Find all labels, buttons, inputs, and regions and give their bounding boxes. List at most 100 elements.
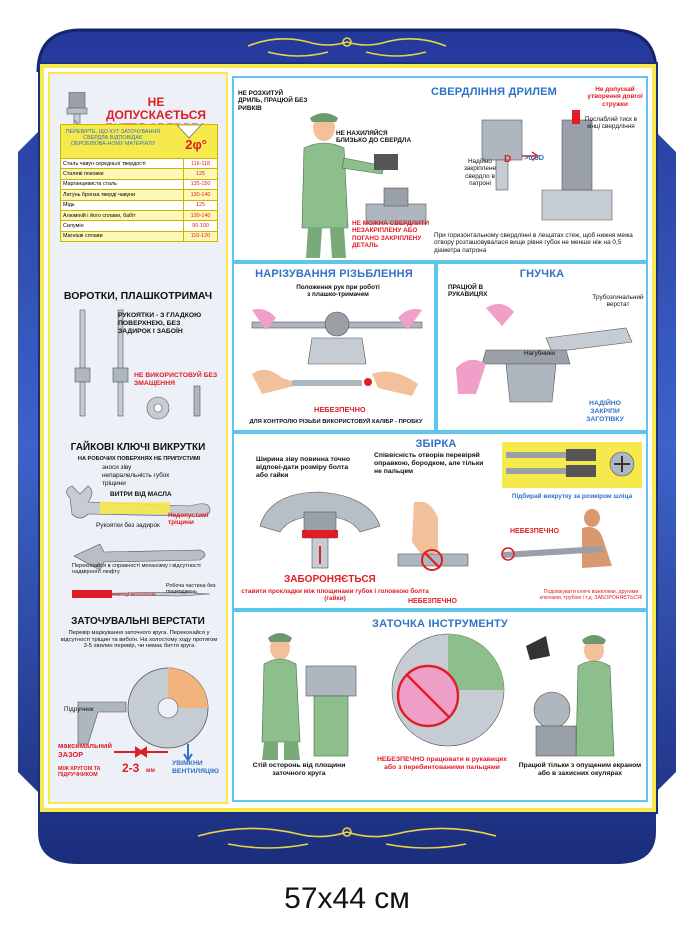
handles-note: Рукоятки без задирок bbox=[96, 522, 160, 529]
shield-note: Працюй тільки з опущеним екраном або в з… bbox=[518, 762, 642, 777]
wrench-title: ГАЙКОВІ КЛЮЧІ ВИКРУТКИ bbox=[70, 442, 206, 453]
drill-tip-icon bbox=[176, 125, 202, 139]
no-chip-note: Не допускай утворення довгої стружки bbox=[587, 86, 643, 108]
gloves-note: ПРАЦЮЙ В РУКАВИЦЯХ bbox=[448, 284, 488, 299]
mechanism-check: Переконайся в справності механізму і від… bbox=[72, 563, 201, 576]
taps-warning: НЕ ВИКОРИСТОВУЙ БЕЗ ЗМАЩЕННЯ bbox=[134, 372, 218, 387]
angle-cell: 135-150 bbox=[183, 178, 218, 191]
bending-title: ГНУЧКА bbox=[519, 268, 565, 280]
assembly-danger: НЕБЕЗПЕЧНО bbox=[408, 598, 457, 605]
d-label: D bbox=[504, 154, 512, 165]
threading-title: НАРІЗУВАННЯ РІЗЬБЛЕННЯ bbox=[255, 268, 413, 280]
angle-cell: 130-140 bbox=[183, 209, 218, 222]
jaw-note: Ширина зіву повинна точно відпові-дати р… bbox=[256, 456, 350, 479]
material-cell: Сталь чавун середньої твердості bbox=[60, 157, 184, 170]
secured-note: Надійно закріплене свердло в патроні bbox=[463, 158, 497, 188]
angle-cell: 116-118 bbox=[183, 157, 218, 170]
angle-cell: 90-100 bbox=[183, 220, 218, 232]
angle-cell: 110-120 bbox=[183, 230, 218, 243]
cracks-note: Недопустимі тріщини bbox=[168, 512, 209, 527]
shield-worker-illustration bbox=[526, 635, 615, 757]
sharpening-title: ЗАТОЧКА ІНСТРУМЕНТУ bbox=[372, 618, 508, 630]
lever-forbidden: Подовжувати ключі важелями, другими ключ… bbox=[539, 589, 643, 601]
gloves-danger-illustration bbox=[391, 633, 505, 747]
angle-box: ПЕРЕВІРТЕ, ЩО КУТ ЗАТОЧУВАННЯ СВЕРДЛА ВІ… bbox=[60, 124, 218, 160]
between-label: МІЖ КРУГОМ ТА ПІДРУЧНИКОМ bbox=[58, 766, 101, 779]
sharpening-section: ЗАТОЧКА ІНСТРУМЕНТУ Стій осторонь від пл… bbox=[232, 610, 648, 802]
angle-value: 2φ° bbox=[185, 137, 207, 152]
ventilation-label: УВІМКНИ ВЕНТИЛЯЦІЮ bbox=[172, 760, 219, 775]
angle-cell: 125 bbox=[183, 199, 218, 211]
taps-title: ВОРОТКИ, ПЛАШКОТРИМАЧ bbox=[63, 290, 213, 302]
grinder-text: Перевір маркування заточного круга. Пере… bbox=[60, 630, 218, 650]
no-drill-note: НЕ МОЖНА СВЕРДЛИТИ НЕЗАКРІПЛЕНУ АБО ПОГА… bbox=[352, 220, 430, 250]
horizontal-note: При горизонтальному свердлінні в лещатах… bbox=[434, 232, 633, 254]
threading-danger: НЕБЕЗПЕЧНО bbox=[314, 405, 366, 414]
tap-wrench-illustration bbox=[74, 309, 201, 420]
max-gap-label: максимальний ЗАЗОР bbox=[58, 741, 113, 759]
gap-value: 2-3 bbox=[122, 761, 140, 775]
angle-cell: 125 bbox=[183, 168, 218, 180]
weaken-note: Послабляй тиск в кінці свердління bbox=[584, 116, 638, 131]
material-cell: Алюміній і його сплави, бабіт bbox=[60, 209, 184, 222]
drilling-section: СВЕРДЛІННЯ ДРИЛЕМ НЕ РОЗХИТУЙ ДРИЛЬ, ПРА… bbox=[232, 76, 648, 262]
screwdriver-illustration bbox=[502, 442, 642, 488]
bench-note: Трубозгинальний верстат bbox=[592, 294, 644, 309]
stand-note: Стій осторонь від площини заточного круг… bbox=[252, 762, 346, 777]
threading-section: НАРІЗУВАННЯ РІЗЬБЛЕННЯ Положення рук при… bbox=[232, 262, 436, 432]
hands-note: Положення рук при роботі з плашко-тримач… bbox=[296, 284, 380, 299]
alignment-illustration bbox=[397, 502, 469, 571]
size-caption: 57х44 см bbox=[284, 882, 410, 915]
no-hammer: Не бий по рукоятці молотком bbox=[80, 592, 156, 598]
wrench-illustration bbox=[66, 485, 211, 598]
secure-note: НАДІЙНО ЗАКРІПИ ЗАГОТІВКУ bbox=[586, 400, 624, 423]
pads-forbidden: ставити прокладки між площинами губок і … bbox=[241, 588, 429, 603]
material-cell: Силумін bbox=[60, 220, 184, 232]
threading-illustration bbox=[251, 309, 423, 396]
grinder-worker-illustration bbox=[261, 633, 357, 760]
wrench-bolt-illustration bbox=[259, 491, 381, 569]
gap-unit: мм bbox=[146, 768, 155, 774]
grinder-title: ЗАТОЧУВАЛЬНІ ВЕРСТАТИ bbox=[71, 616, 205, 627]
taps-handles-note: РУКОЯТКИ - З ГЛАДКОЮ ПОВЕРХНЕЮ, БЕЗ ЗАДИ… bbox=[118, 312, 202, 335]
assembly-danger-2: НЕБЕЗПЕЧНО bbox=[510, 528, 559, 535]
lever-illustration bbox=[501, 509, 612, 568]
assembly-section: ЗБІРКА Ширина зіву повинна точно відпові… bbox=[232, 432, 648, 610]
material-cell: Латунь бронза тверді чавуни bbox=[60, 189, 184, 201]
dim-label: >0,5D bbox=[524, 153, 544, 162]
bending-section: ГНУЧКА ПРАЦЮЙ В РУКАВИЦЯХ Трубозгинальни… bbox=[436, 262, 648, 432]
material-cell: Магнієві сплави bbox=[60, 230, 184, 243]
wrench-defect-1: зноси зіву bbox=[102, 464, 132, 471]
angle-note: ПЕРЕВІРТЕ, ЩО КУТ ЗАТОЧУВАННЯ СВЕРДЛА ВІ… bbox=[65, 129, 161, 148]
assembly-title: ЗБІРКА bbox=[415, 438, 457, 450]
material-cell: Мідь bbox=[60, 199, 184, 211]
screwdriver-note: Підбирай викрутку за розміром шліца bbox=[511, 493, 633, 500]
drill-chuck-illustration bbox=[481, 110, 613, 221]
holes-note: Співвісність отворів перевіряй оправкою,… bbox=[374, 452, 484, 475]
drilling-title: СВЕРДЛІННЯ ДРИЛЕМ bbox=[430, 86, 558, 98]
support-label: Підручник bbox=[64, 706, 94, 713]
material-cell: Сталеві поковки bbox=[60, 168, 184, 180]
material-cell: Марганцевиста сталь bbox=[60, 178, 184, 191]
wrench-subtitle: НА РОБОЧИХ ПОВЕРХНЯХ НЕ ПРИПУСТИМІ bbox=[77, 456, 201, 462]
gloves-danger-note: НЕБЕЗПЕЧНО працювати в рукавицях або з п… bbox=[376, 756, 508, 771]
working-part: Робоча частина без пошкоджень bbox=[166, 583, 216, 596]
drilling-worker-illustration bbox=[301, 113, 427, 258]
angle-cell: 130-140 bbox=[183, 189, 218, 201]
grinder-illustration bbox=[77, 667, 209, 749]
gap-arrows-icon bbox=[114, 744, 193, 762]
wrench-defect-2: непаралельність губок bbox=[102, 472, 170, 479]
bending-illustration bbox=[456, 303, 633, 403]
wrench-defect-3: тріщини bbox=[102, 480, 126, 487]
gauge-note: ДЛЯ КОНТРОЛЮ РІЗЬБИ ВИКОРИСТОВУЙ КАЛІБР … bbox=[249, 419, 423, 425]
pads-note: Нагубники bbox=[524, 350, 555, 357]
no-lean-note: НЕ НАХИЛЯЙСЯ БЛИЗЬКО ДО СВЕРДЛА bbox=[336, 130, 412, 145]
forbidden-label: ЗАБОРОНЯЄТЬСЯ bbox=[284, 574, 376, 585]
